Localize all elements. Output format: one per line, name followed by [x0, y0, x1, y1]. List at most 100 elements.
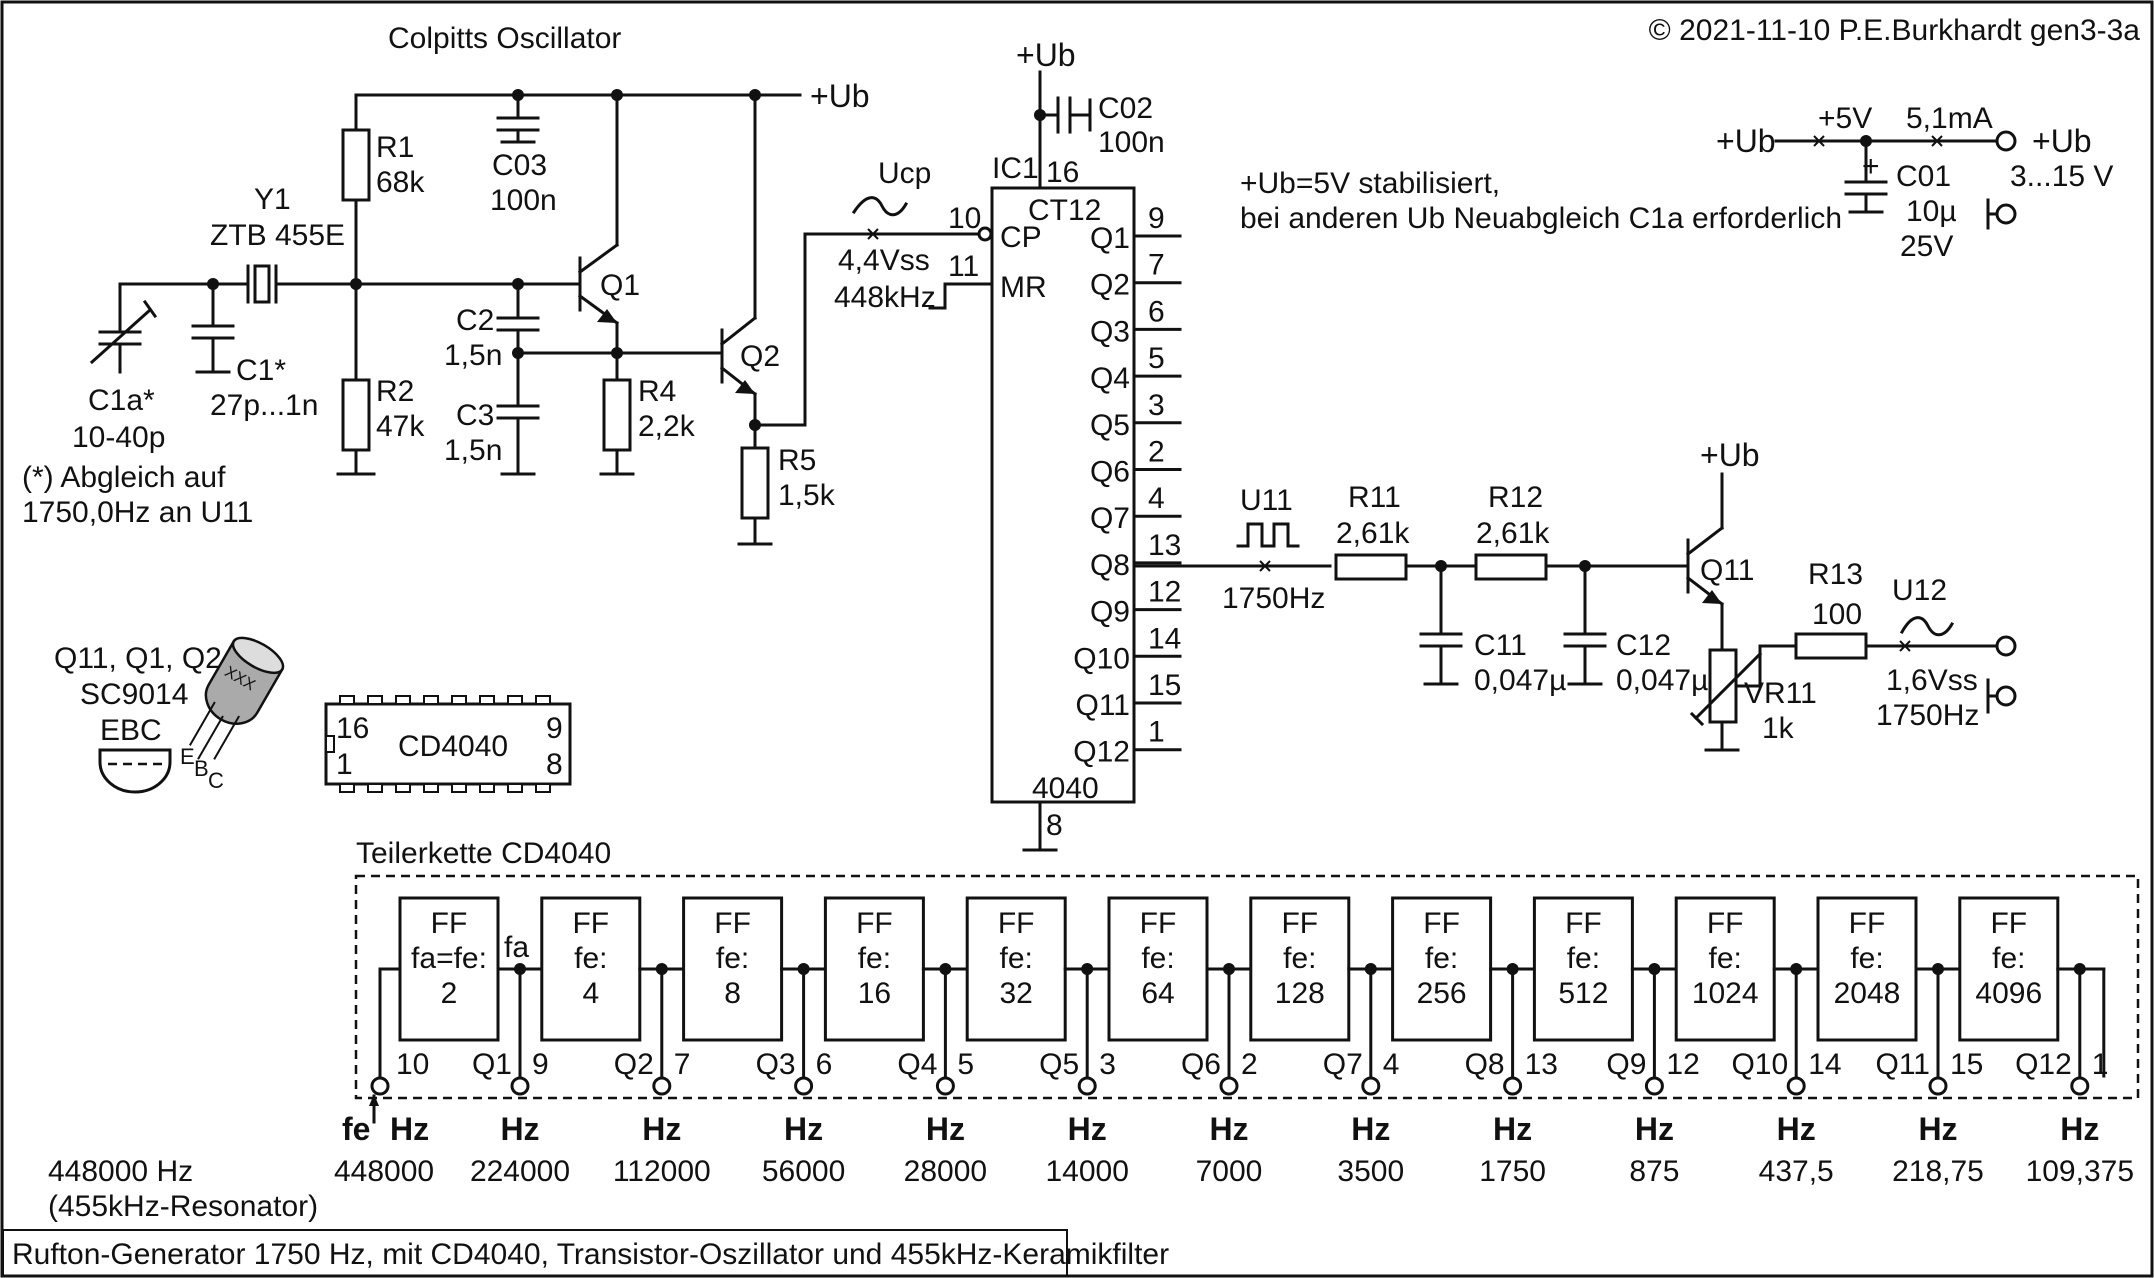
- ucp-amp: 4,4Vss: [838, 244, 930, 277]
- dip-pin: [451, 783, 467, 793]
- pin-cp: 10: [948, 202, 981, 235]
- u11-freq: 1750Hz: [1222, 582, 1325, 615]
- ff-divisor: 4: [582, 977, 599, 1010]
- ic1-output-pin: 13: [1148, 529, 1181, 562]
- r12-resistor: [1474, 553, 1548, 581]
- power-mid-label: +5V: [1818, 102, 1872, 135]
- colpitts-oscillator: Colpitts Oscillator +Ub R1 68k R2 47k C0…: [22, 22, 987, 546]
- tap-terminal[interactable]: [652, 1076, 672, 1096]
- tap-terminal[interactable]: [935, 1076, 955, 1096]
- ic1-output-pin: 15: [1148, 669, 1181, 702]
- tap-q-name: Q6: [1181, 1048, 1221, 1081]
- power-supply: +Ub +5V 5,1mA +Ub 3...15 V + C01 10µ 25V: [1716, 102, 2113, 263]
- u12-terminal[interactable]: [1995, 635, 2017, 657]
- u12-label: U12: [1892, 574, 1947, 607]
- c11-name: C11: [1474, 629, 1527, 662]
- dip-pin: [479, 783, 495, 793]
- ic1-output-pin: 4: [1148, 482, 1165, 515]
- dip16-body: [324, 702, 572, 786]
- power-out-label: +Ub: [2032, 123, 2092, 159]
- ff-fe-label: fe:: [1000, 942, 1033, 975]
- tap-terminal[interactable]: [1361, 1076, 1381, 1096]
- ic1-output-name: Q10: [1073, 642, 1130, 675]
- ff-divisor: 1024: [1692, 977, 1759, 1010]
- c02-name: C02: [1098, 92, 1153, 125]
- tap-terminal[interactable]: [1928, 1076, 1948, 1096]
- u12-gnd-terminal[interactable]: [1995, 685, 2017, 707]
- tap-frequency: 7000: [1196, 1155, 1263, 1188]
- ff-fe-label: fe:: [1141, 942, 1174, 975]
- r12-value: 2,61k: [1476, 517, 1550, 550]
- r1-value: 68k: [376, 166, 425, 199]
- ff-fe-label: fe:: [1283, 942, 1316, 975]
- r5-name: R5: [778, 444, 816, 477]
- q11-supply: +Ub: [1700, 437, 1760, 473]
- note-stabilized-1: +Ub=5V stabilisiert,: [1240, 167, 1500, 200]
- pin-gnd: 8: [1046, 809, 1063, 842]
- lead-b: B: [194, 756, 209, 781]
- r13-name: R13: [1808, 558, 1863, 591]
- vr11-pot: [1708, 648, 1738, 724]
- dip-pin: [367, 695, 383, 705]
- tap-terminal[interactable]: [2070, 1076, 2090, 1096]
- ic1-supply: +Ub: [1016, 37, 1076, 73]
- tap-pin: 13: [1525, 1048, 1558, 1081]
- tap-terminal[interactable]: [1219, 1076, 1239, 1096]
- package-pin1: 1: [336, 748, 353, 781]
- power-gnd-terminal[interactable]: [1995, 203, 2017, 225]
- tap-terminal[interactable]: [1503, 1076, 1523, 1096]
- tap-hz-unit: Hz: [1209, 1111, 1248, 1147]
- tap-terminal[interactable]: [510, 1076, 530, 1096]
- r2-resistor: [341, 378, 371, 452]
- u11-label: U11: [1240, 484, 1293, 517]
- tap-pin: 3: [1099, 1048, 1116, 1081]
- tap-q-name: Q1: [472, 1048, 512, 1081]
- ff-fe-label: fe:: [1992, 942, 2025, 975]
- ic1-output-pin: 7: [1148, 249, 1165, 282]
- pin-mr: 11: [948, 250, 979, 283]
- c11-value: 0,047µ: [1474, 664, 1566, 697]
- tap-hz-unit: Hz: [926, 1111, 965, 1147]
- ff-box: [1816, 896, 1918, 1042]
- power-out-terminal[interactable]: [1995, 130, 2017, 152]
- ic1-type: 4040: [1032, 772, 1099, 805]
- u12-amp: 1,6Vss: [1886, 664, 1978, 697]
- cd4040-counter: IC1 CT12 4040 +Ub 16 C02 100n 8 10 CP 11…: [928, 37, 1332, 852]
- square-wave-icon: [1236, 522, 1300, 548]
- ucp-label: Ucp: [878, 157, 931, 190]
- ff-label: FF: [1707, 907, 1744, 940]
- q2-name: Q2: [740, 340, 780, 373]
- q11-name: Q11: [1700, 554, 1754, 587]
- tap-terminal[interactable]: [1644, 1076, 1664, 1096]
- ff-fe-label: fe:: [1567, 942, 1600, 975]
- ic1-output-name: Q9: [1090, 596, 1130, 629]
- tap-terminal[interactable]: [1786, 1076, 1806, 1096]
- ic1-body: [990, 186, 1136, 804]
- tap-hz-unit: Hz: [1351, 1111, 1390, 1147]
- tap-terminal[interactable]: [794, 1076, 814, 1096]
- lead-e: E: [180, 744, 195, 769]
- ff-box: [1958, 896, 2060, 1042]
- chain-input-hz: Hz: [390, 1111, 429, 1147]
- tap-terminal[interactable]: [1077, 1076, 1097, 1096]
- r4-resistor: [602, 378, 632, 452]
- ff-box: [1249, 896, 1351, 1042]
- chain-input-terminal[interactable]: [370, 1076, 390, 1096]
- dip-pin: [423, 695, 439, 705]
- c01-voltage: 25V: [1900, 230, 1953, 263]
- c12-name: C12: [1616, 629, 1671, 662]
- tap-pin: 1: [2092, 1048, 2109, 1081]
- ff-label: FF: [431, 907, 468, 940]
- vr11-value: 1k: [1762, 712, 1795, 745]
- tap-q-name: Q8: [1465, 1048, 1505, 1081]
- ff-label: FF: [1565, 907, 1602, 940]
- chain-title: Teilerkette CD4040: [356, 837, 611, 870]
- dip-pin: [339, 783, 355, 793]
- c01-name: C01: [1896, 160, 1951, 193]
- ff-label: FF: [1990, 907, 2027, 940]
- tap-pin: 9: [532, 1048, 549, 1081]
- ff-label: FF: [1281, 907, 1318, 940]
- tap-frequency: 437,5: [1759, 1155, 1834, 1188]
- tap-pin: 7: [674, 1048, 691, 1081]
- footer-box: [2, 1229, 1068, 1277]
